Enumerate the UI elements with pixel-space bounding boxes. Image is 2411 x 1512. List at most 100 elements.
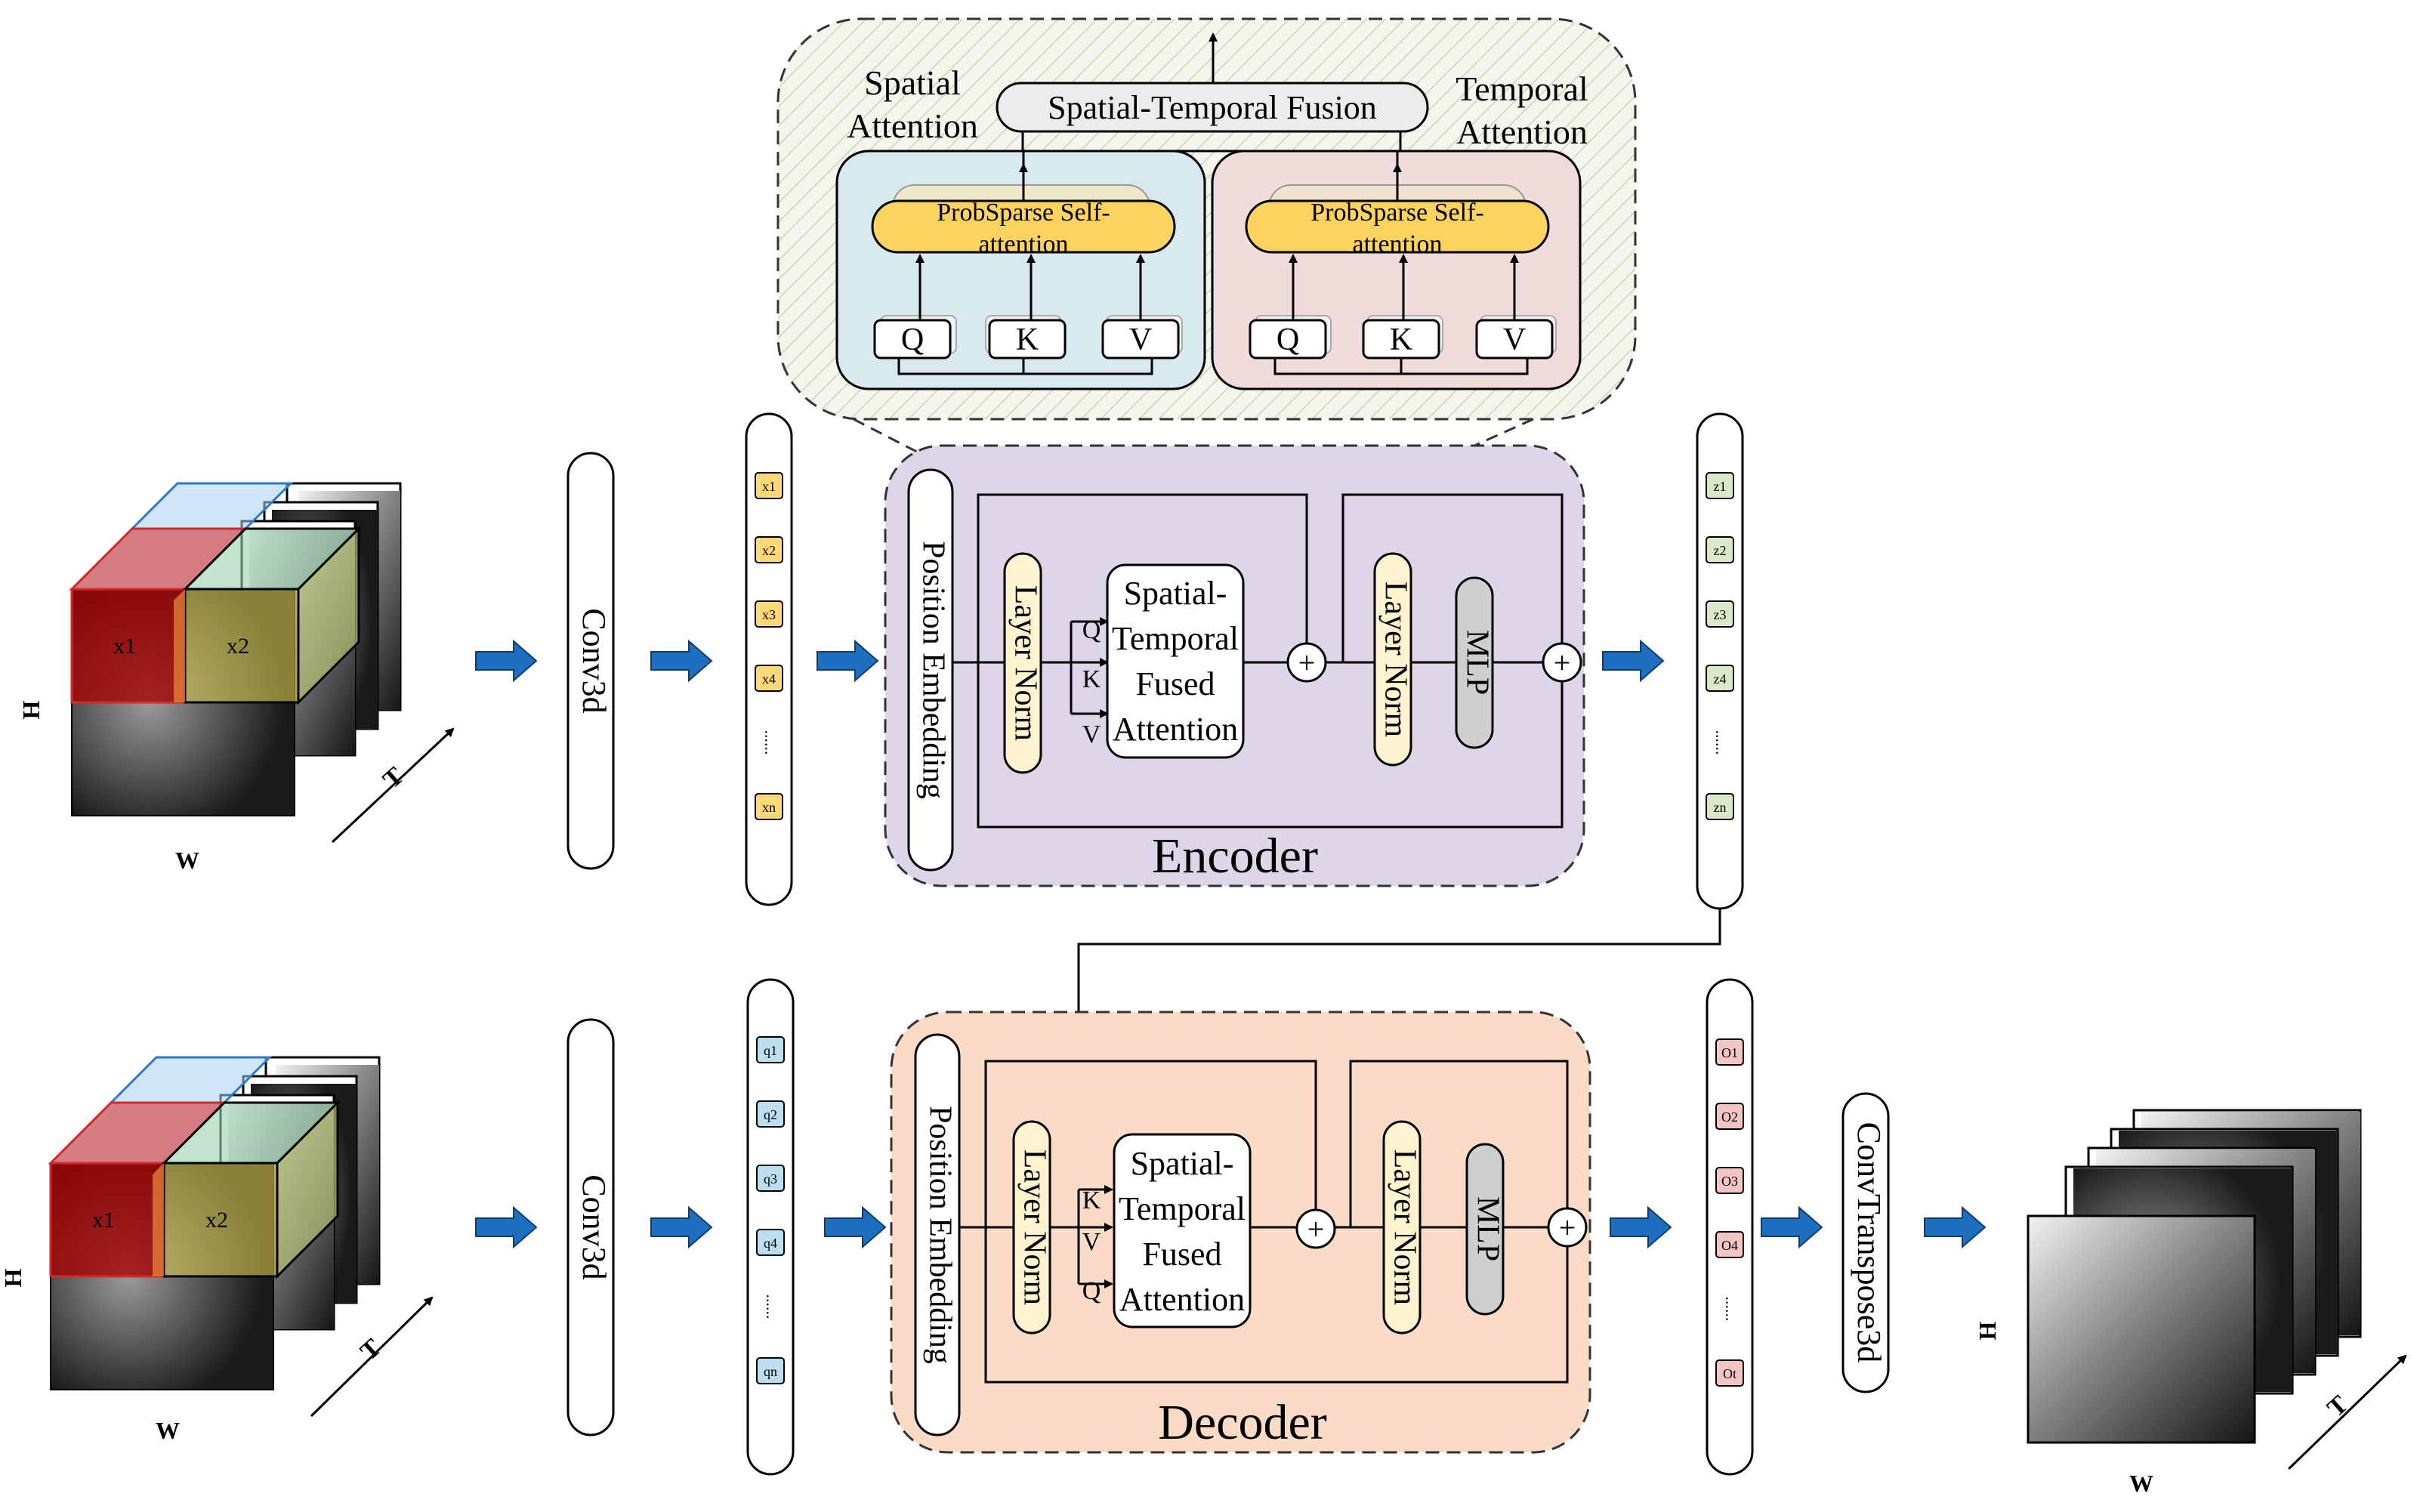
enc-st-line3: Fused xyxy=(1135,665,1215,702)
dec-token-box xyxy=(756,1165,785,1192)
output-frames: H W T xyxy=(1974,1109,2407,1497)
enc-v-label: V xyxy=(1082,721,1101,748)
temporal-q-box xyxy=(1249,319,1327,359)
enc-layer-norm-2-label: Layer Norm xyxy=(1378,582,1412,738)
dec-out-token: ...... xyxy=(1722,1297,1741,1322)
dec-layer-norm-1-label: Layer Norm xyxy=(1017,1149,1051,1306)
enc-position-embedding-label: Position Embedding xyxy=(915,541,950,799)
dec-cube-x1: x1 xyxy=(92,1208,115,1233)
dec-token: q1 xyxy=(764,1043,777,1058)
dec-layer-norm-2-label: Layer Norm xyxy=(1387,1149,1422,1306)
dec-add-1 xyxy=(1295,1208,1336,1249)
dec-out-token-box xyxy=(1715,1359,1744,1387)
out-t: T xyxy=(2322,1390,2354,1423)
enc-arrow-1 xyxy=(475,639,538,683)
dec-arrow-3 xyxy=(824,1205,887,1249)
temporal-q: Q xyxy=(1277,322,1299,357)
enc-arrow-3 xyxy=(817,639,879,683)
enc-out-token: zn xyxy=(1714,800,1727,815)
enc-out-token-box xyxy=(1706,600,1734,628)
enc-token: x2 xyxy=(762,543,776,558)
enc-add-1-label: + xyxy=(1298,646,1316,680)
temporal-k: K xyxy=(1390,322,1412,357)
fusion-box-label: Spatial-Temporal Fusion xyxy=(1048,89,1377,126)
dec-arrow-5 xyxy=(1761,1205,1823,1249)
dec-out-token: O3 xyxy=(1721,1174,1738,1189)
probsparse-spatial-line2: attention xyxy=(979,230,1069,258)
enc-conv3d-label: Conv3d xyxy=(576,608,613,713)
enc-out-token: z3 xyxy=(1714,607,1727,622)
dec-st-attention-box xyxy=(1113,1133,1252,1328)
dec-out-token-box xyxy=(1715,1038,1744,1066)
enc-token-box xyxy=(755,536,783,563)
spatial-k: K xyxy=(1016,322,1039,357)
dec-token: qn xyxy=(764,1364,777,1379)
encoder-label: Encoder xyxy=(1152,829,1318,884)
enc-st-line2: Temporal xyxy=(1112,620,1239,657)
dec-out-token: Ot xyxy=(1723,1366,1736,1381)
decoder-label: Decoder xyxy=(1158,1395,1327,1450)
enc-token: x1 xyxy=(762,479,776,494)
dec-conv3d-box xyxy=(566,1018,615,1436)
dec-st-line3: Fused xyxy=(1142,1236,1221,1273)
dec-position-embedding xyxy=(914,1033,961,1436)
dec-mlp-label: MLP xyxy=(1470,1196,1505,1261)
dec-position-embedding-label: Position Embedding xyxy=(922,1106,957,1364)
enc-add-2-label: + xyxy=(1554,646,1571,680)
dec-arrow-1 xyxy=(475,1205,538,1249)
dec-input-w: W xyxy=(156,1417,180,1444)
temporal-qkv: Q K V xyxy=(1249,254,1557,375)
dec-token-box xyxy=(756,1100,785,1128)
enc-add-2 xyxy=(1542,642,1582,683)
dec-token: q2 xyxy=(764,1107,777,1122)
fusion-box xyxy=(996,82,1429,133)
encoder-flow-arrows xyxy=(475,639,1665,683)
out-w: W xyxy=(2129,1470,2153,1497)
dec-conv3d-label: Conv3d xyxy=(576,1174,613,1279)
dec-st-line1: Spatial- xyxy=(1131,1145,1234,1182)
dec-out-token-box xyxy=(1715,1103,1744,1130)
dec-st-line2: Temporal xyxy=(1119,1190,1246,1227)
enc-input-t: T xyxy=(378,762,409,795)
dec-token: ...... xyxy=(763,1294,782,1319)
enc-position-embedding xyxy=(907,468,954,872)
enc-layer-norm-2 xyxy=(1373,552,1412,767)
enc-token: x3 xyxy=(762,607,776,622)
dec-out-token: O4 xyxy=(1721,1238,1738,1253)
fusion-detail: Spatial Attention Temporal Attention Spa… xyxy=(776,17,1637,566)
probsparse-spatial-line1: ProbSparse Self- xyxy=(937,199,1110,227)
spatial-q-box xyxy=(873,319,952,359)
probsparse-temporal-line2: attention xyxy=(1353,230,1443,258)
enc-out-token-box xyxy=(1706,536,1734,563)
enc-out-token-box xyxy=(1706,665,1734,692)
spatial-k-box xyxy=(988,319,1067,359)
enc-cube-x1: x1 xyxy=(113,634,136,659)
dec-out-token-box xyxy=(1715,1167,1744,1194)
enc-out-token-box xyxy=(1706,472,1734,499)
temporal-label-line2: Attention xyxy=(1456,113,1588,151)
dec-input-t: T xyxy=(355,1334,387,1366)
dec-add-2-label: + xyxy=(1559,1211,1576,1245)
dec-out-token-box xyxy=(1715,1231,1744,1258)
spatial-label-line2: Attention xyxy=(847,106,978,145)
decoder-input-volume: x1 x2 H W T xyxy=(0,1056,434,1444)
dec-cube-x2: x2 xyxy=(205,1208,228,1233)
enc-token-box xyxy=(755,600,783,628)
dec-token-box xyxy=(756,1229,785,1256)
dec-arrow-6 xyxy=(1924,1205,1987,1249)
dec-out-token: O1 xyxy=(1721,1045,1738,1060)
enc-token: ...... xyxy=(761,730,780,755)
enc-token-box xyxy=(755,472,783,499)
enc-token: xn xyxy=(762,800,776,815)
enc-st-line1: Spatial- xyxy=(1124,575,1227,612)
decoder-flow-arrows xyxy=(475,1205,1987,1249)
enc-out-token: z2 xyxy=(1714,543,1727,558)
dec-add-1-label: + xyxy=(1307,1212,1325,1246)
enc-out-token: z1 xyxy=(1714,479,1727,494)
out-h: H xyxy=(1974,1321,2001,1340)
spatial-q: Q xyxy=(901,322,924,357)
dec-arrow-2 xyxy=(650,1205,713,1249)
